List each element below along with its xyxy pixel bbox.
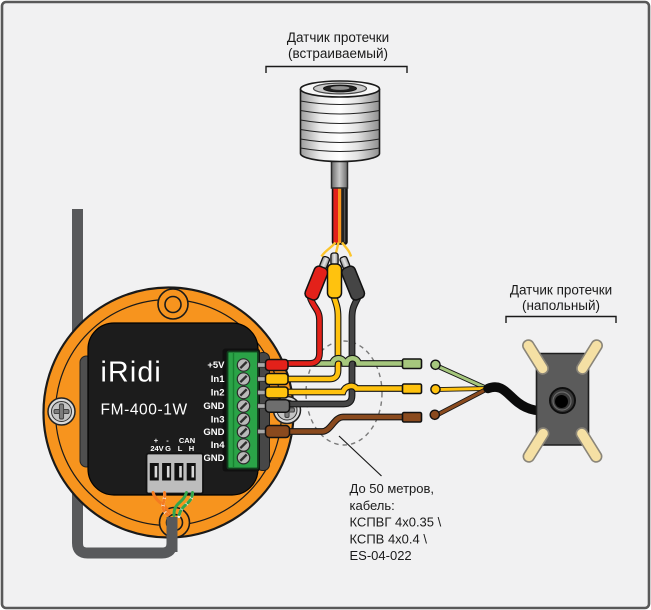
junction-highlight-ellipse	[305, 340, 383, 446]
wire-orange	[151, 491, 171, 516]
splice-dot-brown	[429, 409, 441, 421]
power-can-connector: + - CAN 24V G L H	[145, 436, 204, 495]
terminal-ferrules	[257, 358, 291, 439]
embedded-leak-sensor	[299, 80, 381, 301]
terminal-label-in2: In2	[211, 388, 225, 399]
twisted-pair-wires	[151, 491, 194, 518]
floor-leak-sensor	[522, 339, 603, 463]
floor-sensor-caption: Датчик протечки (напольный)	[505, 283, 617, 323]
ferrule-yellow1	[264, 372, 289, 386]
can-plus-label: +	[154, 436, 159, 445]
annotation-line-5: ES-04-022	[350, 548, 412, 563]
embedded-sensor-title: Датчик протечки	[287, 30, 389, 45]
terminal-label-5v: +5V	[207, 360, 225, 371]
lead-brown	[434, 387, 489, 417]
ferrule-brown	[264, 424, 291, 439]
annotation-line-3: КСПВГ 4х0.35 \	[350, 515, 442, 530]
sensor-leg-top-left	[522, 339, 549, 375]
terminal-block: +5V In1 In2 GND In3 GND In4 GND	[203, 348, 260, 472]
ferrule-gray	[264, 398, 291, 413]
pin-24v-label: 24V	[150, 444, 163, 453]
annotation-line-4: КСПВ 4х0.4 \	[350, 531, 428, 546]
ferrule-red	[264, 358, 289, 372]
terminal-label-in3: In3	[211, 415, 225, 426]
wire-yellow-in1	[274, 295, 342, 383]
pin-l-label: L	[178, 444, 183, 453]
splice-dot-yellow	[430, 383, 441, 395]
annotation-line-2: кабель:	[350, 498, 395, 513]
terminal-label-in4: In4	[211, 440, 225, 451]
crimp-connector-red	[304, 255, 331, 301]
splice-terminal-brown	[401, 411, 423, 423]
brand-logo: iRidi	[101, 357, 162, 389]
sensor-wire-bundle	[331, 183, 348, 245]
can-label: CAN	[179, 436, 195, 445]
terminal-label-in1: In1	[211, 374, 225, 385]
signal-wires	[274, 295, 408, 435]
terminal-screws[interactable]	[236, 358, 251, 465]
sensor-leg-top-right	[576, 339, 603, 375]
can-socket-slots	[149, 463, 196, 481]
sensor-leg-bottom-left	[522, 427, 550, 463]
splice-terminal-green	[401, 358, 423, 370]
annotation-leader-line	[338, 435, 382, 477]
top-mounting-hole	[157, 288, 189, 320]
wire-green	[172, 491, 188, 517]
crimp-connector-yellow	[326, 252, 343, 299]
wire-brown-gnd	[275, 413, 408, 435]
wire-red-5v	[274, 295, 323, 367]
pin-g-label: G	[165, 444, 171, 453]
floor-sensor-subtitle: (напольный)	[522, 298, 600, 313]
embedded-sensor-caption: Датчик протечки (встраиваемый)	[265, 30, 408, 73]
can-minus-label: -	[166, 436, 169, 445]
terminal-labels: +5V In1 In2 GND In3 GND In4 GND	[203, 360, 225, 464]
crimp-connector-gray	[339, 255, 366, 301]
terminal-label-gnd2: GND	[203, 427, 224, 438]
model-label: FM-400-1W	[101, 402, 188, 419]
device-fm400: iRidi FM-400-1W +5V In1 In2 GND	[42, 286, 302, 552]
floor-sensor-bracket	[505, 315, 617, 323]
wire-yellow-in2	[275, 382, 408, 396]
embedded-sensor-subtitle: (встраиваемый)	[288, 46, 388, 61]
splice-terminal-yellow	[401, 383, 423, 395]
wire-green-white-stripe	[177, 491, 194, 518]
lead-yellow	[436, 387, 489, 391]
left-screw	[47, 397, 76, 426]
floor-sensor-title: Датчик протечки	[510, 283, 612, 298]
annotation-line-1: До 50 метров,	[350, 481, 435, 496]
pin-h-label: H	[189, 444, 194, 453]
splice-dot-green	[430, 359, 441, 371]
sensor-cylinder	[299, 80, 381, 163]
wire-light-green	[287, 354, 408, 367]
embedded-sensor-bracket	[265, 65, 408, 73]
wire-orange-white-stripe	[161, 491, 170, 517]
cable-grommet	[549, 387, 576, 414]
terminal-label-gnd3: GND	[203, 453, 224, 464]
lead-light-green	[434, 364, 489, 390]
cable-annotation: До 50 метров, кабель: КСПВГ 4х0.35 \ КСП…	[338, 435, 442, 563]
wire-gray-gnd	[275, 295, 361, 408]
ferrule-yellow2	[264, 386, 289, 399]
sensor-leg-bottom-right	[575, 427, 603, 463]
terminal-label-gnd1: GND	[203, 401, 224, 412]
floor-sensor-splice	[401, 358, 568, 423]
